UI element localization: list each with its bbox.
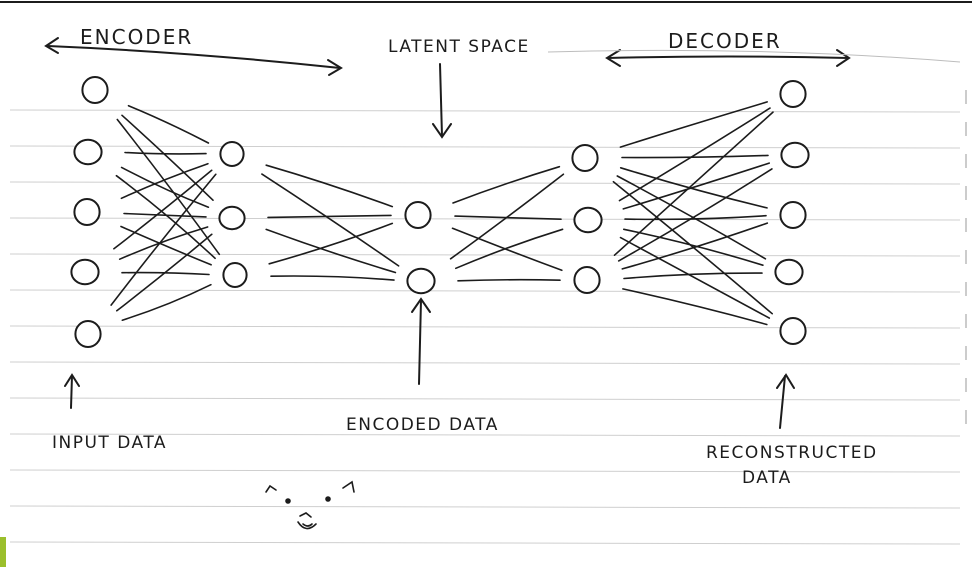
connection-line [121, 271, 210, 276]
input-neuron [74, 320, 102, 348]
encoder-hidden-neuron [218, 205, 246, 231]
output-neuron [780, 141, 810, 169]
latent-space-label: LATENT SPACE [388, 37, 530, 57]
ruled-line [9, 181, 961, 185]
cat-doodle-icon [265, 480, 355, 530]
encoded-data-label: ENCODED DATA [346, 415, 499, 435]
ruled-line [9, 253, 961, 257]
connection-line [120, 166, 210, 208]
connection-line [622, 288, 768, 326]
connection-line [618, 107, 771, 202]
ruled-line [9, 361, 961, 365]
input-neuron [81, 76, 109, 104]
output-neuron [779, 80, 807, 108]
ruled-line [9, 109, 961, 113]
input-neuron [73, 198, 101, 226]
ruled-line [9, 397, 961, 401]
connection-line [452, 165, 561, 204]
ruled-line [9, 505, 961, 509]
connection-line [267, 214, 392, 219]
connection-line [113, 169, 213, 250]
corner-tab [0, 537, 6, 567]
connection-line [457, 278, 561, 282]
sketch-guide-line [547, 49, 961, 63]
encoder-hidden-neuron [219, 141, 245, 167]
connection-line [619, 167, 768, 209]
encoder-arrow [44, 37, 343, 76]
ruled-line [9, 469, 961, 473]
connection-line [124, 151, 207, 155]
ruled-line [9, 289, 961, 293]
connection-line [265, 228, 397, 274]
connection-line [624, 214, 767, 221]
neurons [70, 76, 810, 348]
encoded-data-arrow [411, 297, 431, 385]
input-neuron [70, 258, 100, 286]
connection-line [268, 222, 394, 265]
connection-line [120, 162, 209, 200]
decoder-hidden-neuron [571, 144, 599, 172]
input-data-label: INPUT DATA [52, 433, 167, 453]
latent-space-arrow [432, 63, 452, 139]
encoder-hidden-neuron [222, 262, 248, 288]
latent-neuron [404, 201, 432, 229]
connection-line [110, 173, 217, 306]
ruled-line [9, 433, 961, 437]
connection-line [121, 283, 212, 321]
decoder-hidden-neuron [573, 266, 601, 294]
connection-line [127, 104, 210, 144]
decoder-label: DECODER [668, 29, 782, 53]
connection-line [623, 272, 763, 280]
ruled-lines [9, 109, 961, 545]
connection-line [118, 226, 209, 260]
encoder-label: ENCODER [80, 25, 193, 49]
ruled-line [9, 541, 961, 545]
connection-line [116, 233, 213, 312]
connection-line [617, 168, 773, 262]
connection-line [619, 101, 768, 148]
connections [110, 101, 774, 326]
latent-neuron [406, 267, 436, 295]
connection-line [270, 275, 395, 281]
connection-line [622, 162, 770, 210]
connection-line [621, 222, 769, 270]
output-neuron [779, 317, 807, 345]
ruled-line [9, 145, 961, 149]
input-neuron [73, 138, 103, 166]
reconstructed-data-arrow [776, 373, 795, 429]
connection-line [612, 180, 773, 315]
connection-line [613, 111, 774, 256]
connection-line [451, 227, 563, 272]
connection-line [616, 175, 767, 260]
connection-line [619, 236, 771, 319]
connection-line [120, 225, 212, 266]
reconstructed-label: RECONSTRUCTED [706, 443, 878, 463]
connection-line [121, 114, 214, 201]
connection-line [621, 154, 769, 159]
connection-line [449, 173, 565, 260]
output-neuron [774, 258, 804, 286]
decoder-hidden-neuron [573, 206, 603, 234]
connection-line [455, 228, 564, 270]
decoder-arrow [605, 49, 851, 67]
connection-line [454, 215, 562, 220]
input-data-arrow [64, 373, 80, 409]
output-neuron [779, 201, 807, 229]
connection-line [261, 173, 400, 267]
connection-line [265, 164, 394, 208]
ruled-line [9, 325, 961, 329]
connection-line [123, 212, 207, 218]
reconstructed-data-label: DATA [742, 468, 792, 488]
